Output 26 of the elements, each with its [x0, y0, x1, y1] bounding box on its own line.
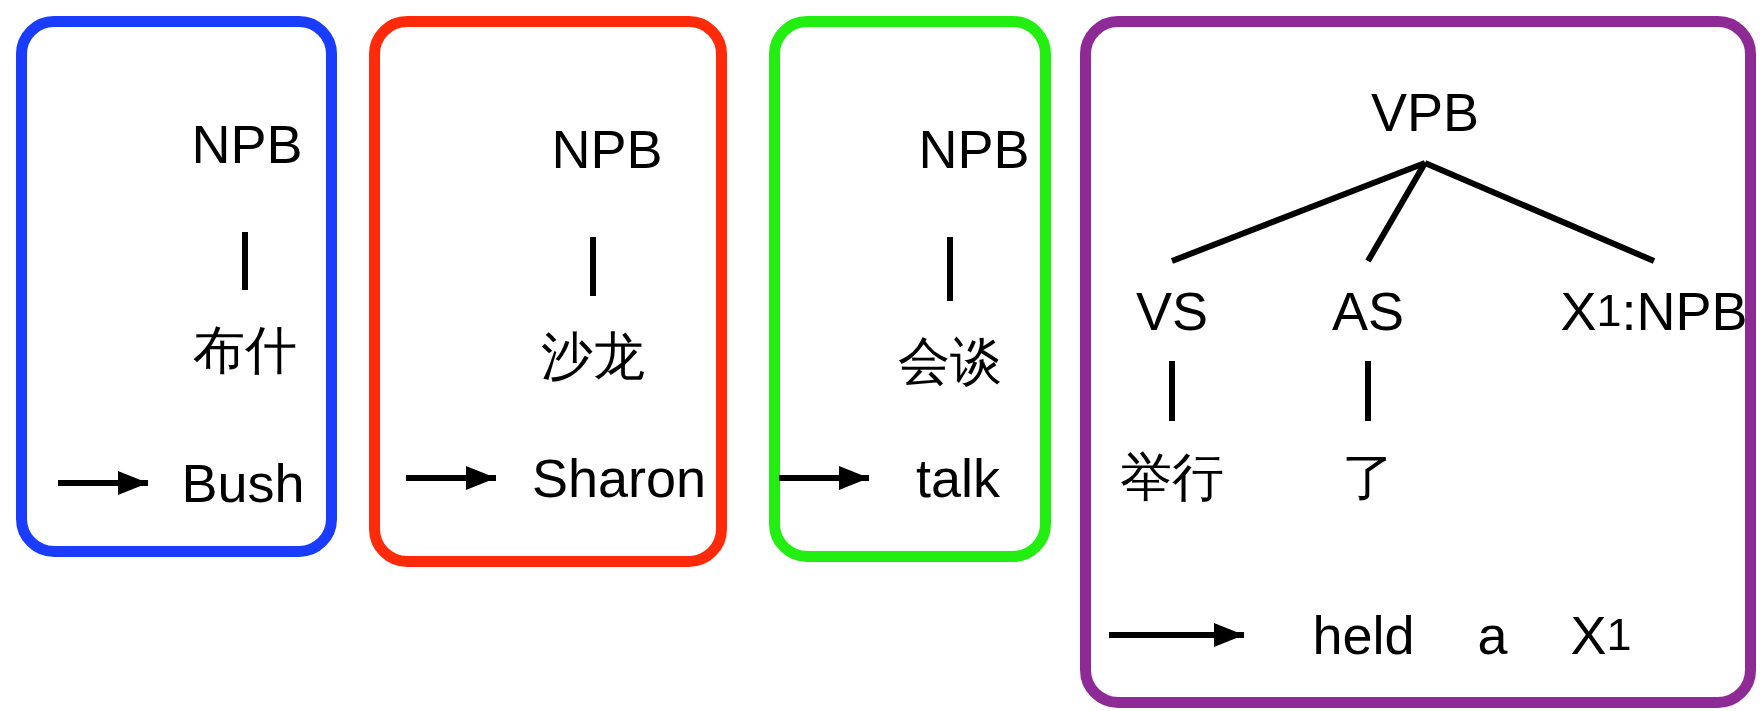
- english-word: Sharon: [496, 446, 742, 510]
- arrow: [58, 471, 148, 495]
- tree-label: NPB: [914, 61, 1034, 237]
- chinese-word: 会谈: [885, 301, 1015, 423]
- tree-label: NPB: [547, 61, 667, 237]
- tree-branch: [242, 232, 248, 290]
- tree-label: NPB: [187, 56, 307, 232]
- chinese-word: 沙龙: [528, 296, 658, 418]
- tree-label: VPB: [1360, 61, 1490, 163]
- tree-branch: [1423, 160, 1656, 264]
- tree-branch: [947, 237, 953, 301]
- tree-branch: [1169, 361, 1175, 421]
- arrow: [779, 466, 869, 490]
- tree-branch: [1365, 161, 1428, 263]
- chinese-word: 举行: [1107, 421, 1237, 535]
- arrow: [1109, 623, 1244, 647]
- chinese-word: 了: [1323, 421, 1413, 535]
- chinese-word: 布什: [180, 290, 310, 412]
- english-word: talk: [869, 446, 1047, 510]
- tree-label: AS: [1318, 261, 1418, 361]
- tree-branch: [1365, 361, 1371, 421]
- tree-branch: [1170, 160, 1427, 264]
- tree-branch: [590, 237, 596, 296]
- english-word: Bush: [148, 451, 338, 515]
- arrow: [406, 466, 496, 490]
- tree-label: VS: [1122, 261, 1222, 361]
